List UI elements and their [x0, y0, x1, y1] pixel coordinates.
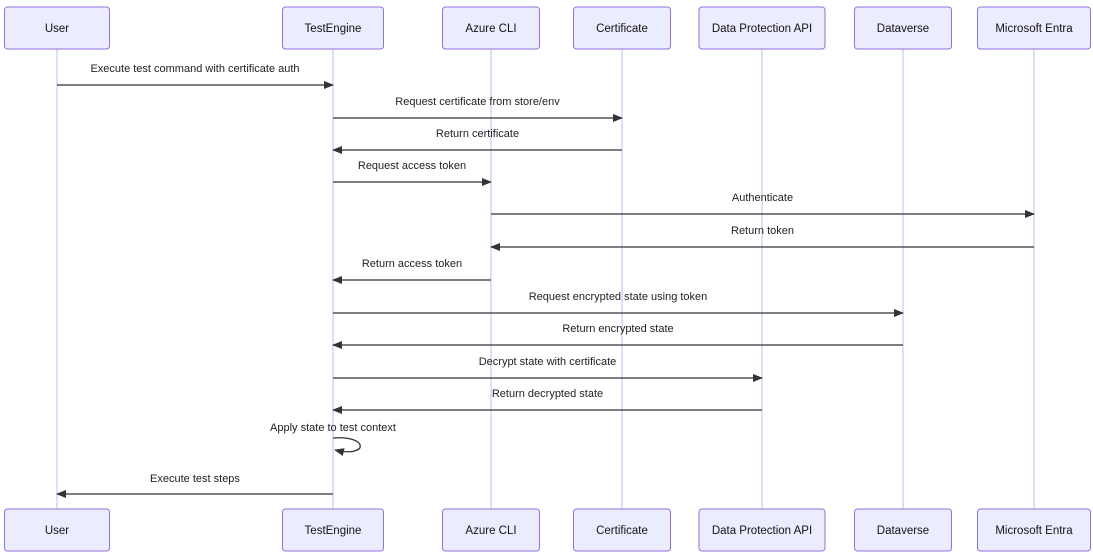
- message-label: Return token: [731, 225, 794, 237]
- message-3[interactable]: Return certificate: [332, 128, 622, 154]
- participant-top-dataverse[interactable]: Dataverse: [854, 6, 952, 50]
- message-label: Execute test command with certificate au…: [90, 63, 299, 75]
- message-label: Return access token: [362, 258, 462, 270]
- participant-bottom-testengine[interactable]: TestEngine: [282, 508, 384, 552]
- participant-bottom-azurecli[interactable]: Azure CLI: [442, 508, 540, 552]
- message-6[interactable]: Return token: [490, 225, 1034, 251]
- participant-top-azurecli[interactable]: Azure CLI: [442, 6, 540, 50]
- message-label: Apply state to test context: [270, 422, 396, 434]
- participant-label: TestEngine: [305, 23, 362, 35]
- participant-top-user[interactable]: User: [4, 6, 110, 50]
- message-11[interactable]: Return decrypted state: [332, 388, 762, 414]
- message-9[interactable]: Return encrypted state: [332, 323, 903, 349]
- participant-box: [854, 6, 952, 50]
- message-12[interactable]: Apply state to test context: [270, 422, 396, 456]
- participant-bottom-certificate[interactable]: Certificate: [573, 508, 671, 552]
- participant-box: [573, 6, 671, 50]
- message-2[interactable]: Request certificate from store/env: [333, 96, 623, 122]
- participant-label: Azure CLI: [465, 23, 516, 35]
- message-5[interactable]: Authenticate: [491, 192, 1035, 218]
- message-label: Return encrypted state: [562, 323, 673, 335]
- participant-label: TestEngine: [305, 525, 362, 537]
- participant-bottom-dataverse[interactable]: Dataverse: [854, 508, 952, 552]
- participant-label: User: [45, 23, 69, 35]
- participant-box: [977, 508, 1091, 552]
- participant-label: Data Protection API: [712, 525, 812, 537]
- participant-box: [4, 508, 110, 552]
- messages-group: Execute test command with certificate au…: [56, 63, 1035, 498]
- message-13[interactable]: Execute test steps: [56, 473, 333, 498]
- message-label: Request access token: [358, 160, 466, 172]
- participant-top-certificate[interactable]: Certificate: [573, 6, 671, 50]
- message-label: Request certificate from store/env: [395, 96, 560, 108]
- participant-label: User: [45, 525, 69, 537]
- participant-box: [698, 6, 826, 50]
- actors-top-group: User TestEngine Azure CLI Certificate Data P…: [4, 6, 1091, 50]
- participant-label: Azure CLI: [465, 525, 516, 537]
- message-label: Return decrypted state: [492, 388, 603, 400]
- participant-label: Dataverse: [877, 525, 929, 537]
- participant-label: Data Protection API: [712, 23, 812, 35]
- participant-box: [442, 6, 540, 50]
- message-8[interactable]: Request encrypted state using token: [333, 291, 904, 317]
- participant-box: [573, 508, 671, 552]
- message-label: Execute test steps: [150, 473, 240, 485]
- message-label: Return certificate: [436, 128, 519, 140]
- participant-box: [442, 508, 540, 552]
- message-label: Request encrypted state using token: [529, 291, 708, 303]
- participant-box: [282, 508, 384, 552]
- participant-box: [977, 6, 1091, 50]
- participant-bottom-entra[interactable]: Microsoft Entra: [977, 508, 1091, 552]
- participant-bottom-dpapi[interactable]: Data Protection API: [698, 508, 826, 552]
- participant-label: Microsoft Entra: [995, 525, 1073, 537]
- actors-bottom-group: User TestEngine Azure CLI Certificate Data P…: [4, 508, 1091, 552]
- message-10[interactable]: Decrypt state with certificate: [333, 356, 763, 382]
- message-7[interactable]: Return access token: [332, 258, 491, 284]
- participant-label: Certificate: [596, 525, 648, 537]
- message-self-loop: [332, 437, 361, 456]
- participant-box: [854, 508, 952, 552]
- participant-box: [282, 6, 384, 50]
- participant-top-testengine[interactable]: TestEngine: [282, 6, 384, 50]
- participant-top-entra[interactable]: Microsoft Entra: [977, 6, 1091, 50]
- participant-label: Microsoft Entra: [995, 23, 1073, 35]
- message-label: Authenticate: [732, 192, 793, 204]
- message-4[interactable]: Request access token: [333, 160, 492, 186]
- participant-box: [4, 6, 110, 50]
- participant-top-dpapi[interactable]: Data Protection API: [698, 6, 826, 50]
- participant-label: Certificate: [596, 23, 648, 35]
- participant-bottom-user[interactable]: User: [4, 508, 110, 552]
- participant-box: [698, 508, 826, 552]
- participant-label: Dataverse: [877, 23, 929, 35]
- message-label: Decrypt state with certificate: [479, 356, 617, 368]
- lifelines-group: [56, 49, 1035, 509]
- message-1[interactable]: Execute test command with certificate au…: [57, 63, 334, 89]
